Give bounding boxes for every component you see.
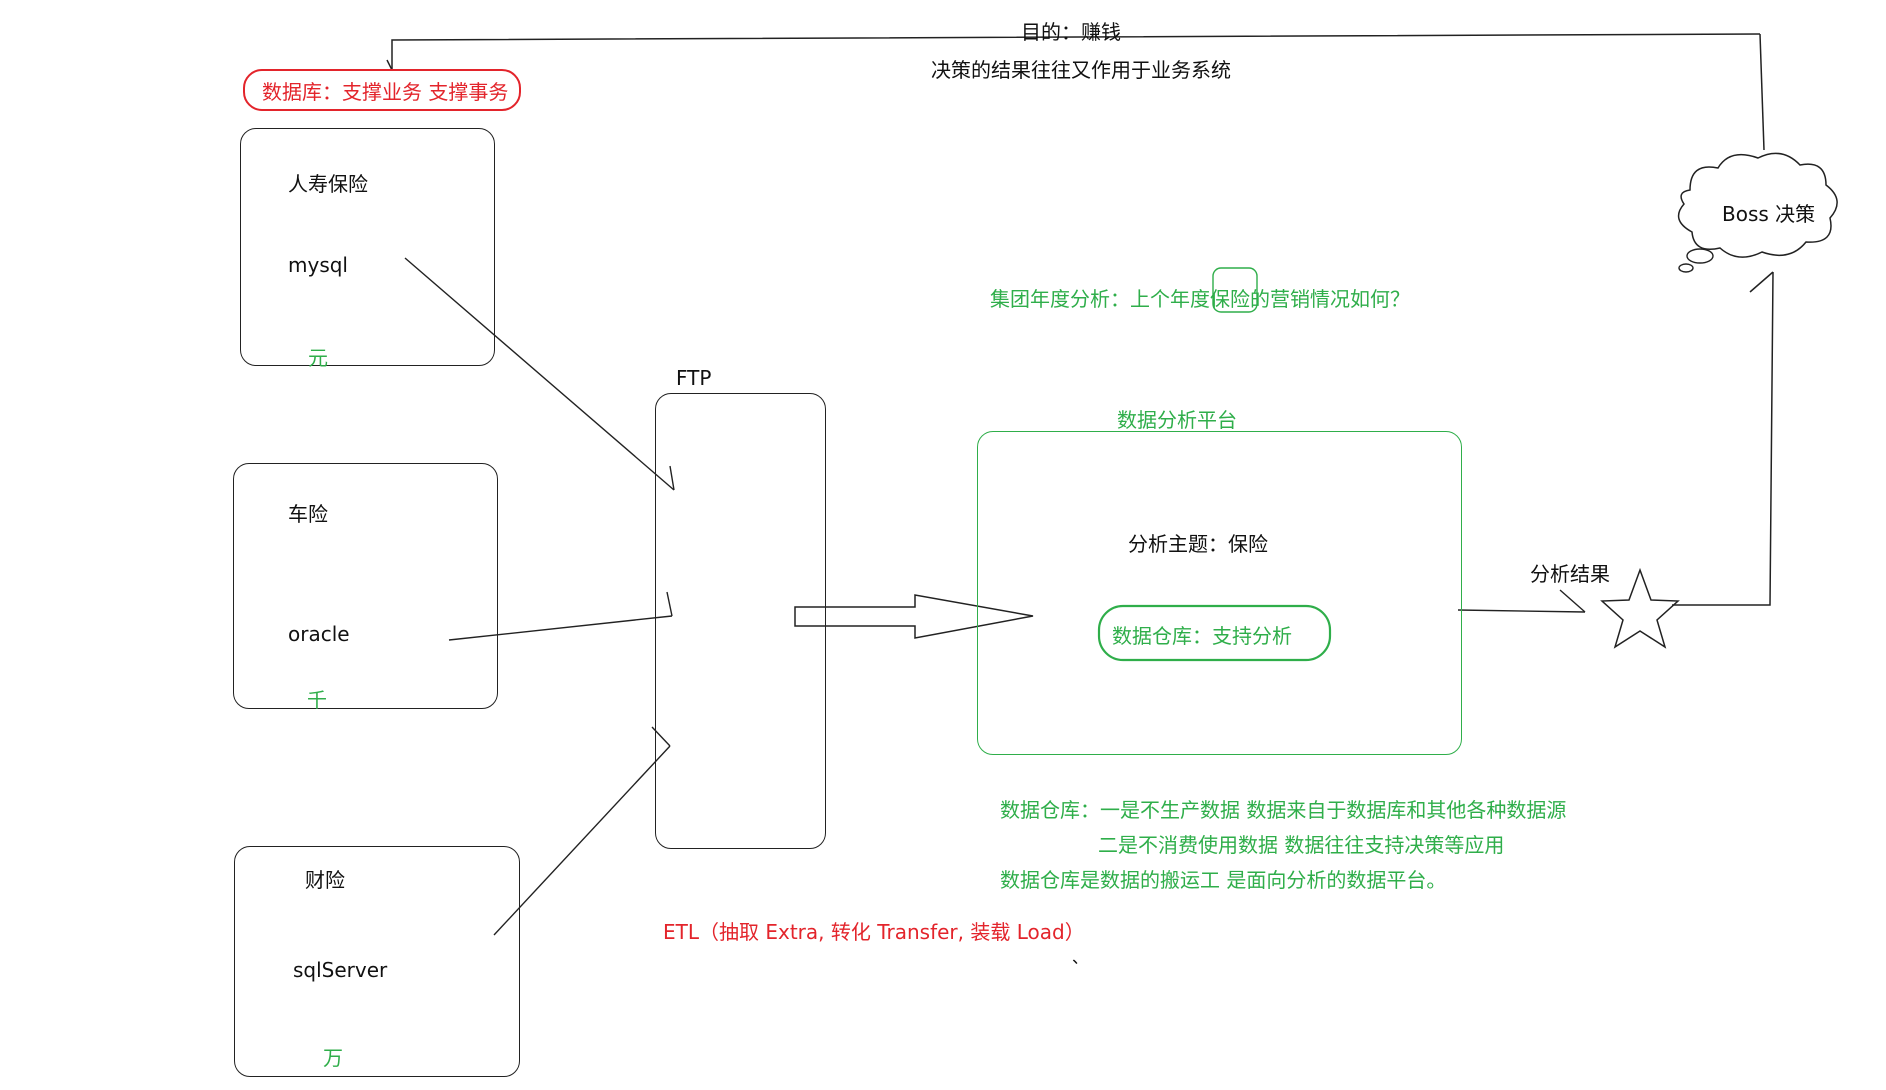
source-name-property: 财险 xyxy=(305,868,345,892)
source-unit-property: 万 xyxy=(323,1046,343,1070)
mysql-to-ftp-line xyxy=(404,257,675,491)
analysis-result-label: 分析结果 xyxy=(1530,562,1610,586)
boss-label: Boss 决策 xyxy=(1722,202,1816,226)
source-unit-auto: 千 xyxy=(307,688,327,712)
source-box-life xyxy=(240,128,495,366)
source-name-life: 人寿保险 xyxy=(288,172,368,196)
stray-dot: 、 xyxy=(1072,948,1089,967)
mysql-arrow-tick xyxy=(669,465,675,491)
ftp-label: FTP xyxy=(676,366,712,390)
feedback-text: 决策的结果往往又作用于业务系统 xyxy=(931,58,1231,82)
warehouse-label: 数据仓库：支持分析 xyxy=(1112,624,1292,648)
note-line-1: 数据仓库：一是不生产数据 数据来自于数据库和其他各种数据源 xyxy=(1000,798,1567,822)
oracle-arrow-tick xyxy=(666,591,673,617)
cloud-bubble-icon xyxy=(1686,248,1714,264)
question-text: 集团年度分析：上个年度保险的营销情况如何？ xyxy=(990,287,1410,311)
sqlserver-to-ftp-line xyxy=(493,745,671,936)
feedback-arrowhead xyxy=(386,59,393,71)
highlight-outline xyxy=(1212,267,1258,313)
oracle-to-ftp-line xyxy=(448,615,673,641)
star-icon xyxy=(1600,567,1680,649)
source-db-auto: oracle xyxy=(288,622,350,646)
feedback-riser xyxy=(1759,33,1765,151)
boss-arrow-tick xyxy=(1749,271,1774,293)
boss-return-line xyxy=(1672,271,1774,606)
platform-to-result-line xyxy=(1457,609,1586,613)
platform-box xyxy=(977,431,1462,755)
etl-text: ETL（抽取 Extra, 转化 Transfer, 装载 Load） xyxy=(663,920,1085,944)
note-line-3: 数据仓库是数据的搬运工 是面向分析的数据平台。 xyxy=(1000,868,1447,892)
warehouse-outline xyxy=(1097,604,1332,662)
source-name-auto: 车险 xyxy=(288,502,328,526)
source-db-life: mysql xyxy=(288,253,348,277)
cloud-bubble-icon xyxy=(1678,263,1694,273)
result-arrow-tick xyxy=(1559,589,1586,613)
cloud-icon xyxy=(1677,152,1838,258)
source-unit-life: 元 xyxy=(308,346,328,370)
database-label-outline xyxy=(243,69,521,111)
source-db-property: sqlServer xyxy=(293,958,388,982)
source-box-auto xyxy=(233,463,498,709)
ftp-box xyxy=(655,393,826,849)
database-label: 数据库：支撑业务 支撑事务 xyxy=(262,80,509,104)
etl-block-arrow xyxy=(794,594,1034,639)
source-box-property xyxy=(234,846,520,1077)
platform-title: 数据分析平台 xyxy=(1117,408,1237,432)
platform-topic: 分析主题：保险 xyxy=(1128,532,1268,556)
goal-text: 目的：赚钱 xyxy=(1021,20,1121,44)
note-line-2: 二是不消费使用数据 数据往往支持决策等应用 xyxy=(1098,833,1505,857)
feedback-line xyxy=(391,33,1761,70)
